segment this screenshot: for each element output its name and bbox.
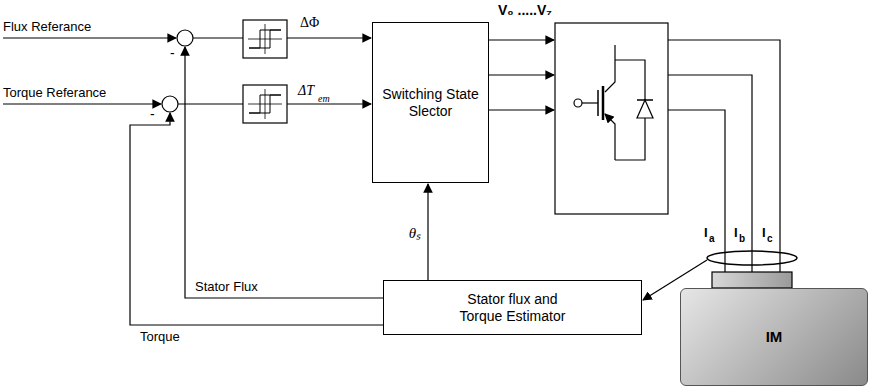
- summing-junction: [177, 30, 193, 46]
- wire: [287, 37, 371, 38]
- terminal-box: [712, 272, 792, 288]
- signal-name: Stator Flux: [195, 280, 258, 294]
- subscript: em: [318, 93, 330, 104]
- phase-wire: [668, 75, 752, 272]
- node-text: Switching State Slector: [378, 86, 483, 120]
- phase-wire: [668, 40, 780, 272]
- wire: [178, 103, 243, 104]
- subscript: b: [739, 233, 745, 244]
- motor-box: IM: [680, 288, 868, 386]
- gate-signal: [485, 39, 554, 40]
- flux-ref-wire: [3, 37, 176, 38]
- signal-name: ΔΦ: [300, 15, 319, 30]
- selector-box: Switching State Slector: [372, 22, 489, 183]
- sign: -: [150, 107, 155, 122]
- wire: [193, 37, 243, 38]
- flux-feedback: [185, 47, 383, 298]
- torque-ref-wire: [3, 103, 161, 104]
- hysteresis-comparator: [243, 20, 287, 58]
- phase-wire: [668, 110, 725, 272]
- signal-name: V₀ .....V₇: [498, 3, 552, 18]
- current-sensor: [707, 251, 797, 265]
- summing-junction: [162, 96, 178, 112]
- estimator-box: Stator flux and Torque Estimator: [383, 280, 642, 335]
- sign: -: [170, 46, 175, 61]
- current-name: I: [762, 226, 766, 240]
- node-text: Stator flux and Torque Estimator: [445, 291, 580, 325]
- edge-label: θₛ: [408, 222, 422, 242]
- node-text: IM: [766, 328, 783, 346]
- gate-signal: [485, 74, 554, 75]
- gate-signal: [485, 109, 554, 110]
- signal-name: ΔT: [298, 83, 314, 98]
- current-name: I: [734, 226, 738, 240]
- subscript: c: [767, 233, 773, 244]
- signal-name: Torque: [140, 330, 180, 344]
- inverter: [555, 23, 668, 214]
- signal-name: Torque Referance: [3, 86, 106, 100]
- signal-name: Flux Referance: [3, 20, 91, 34]
- hysteresis-comparator: [243, 85, 287, 123]
- torque-feedback: [130, 113, 383, 325]
- subscript: a: [709, 233, 715, 244]
- current-name: I: [704, 226, 708, 240]
- connector: [427, 184, 428, 280]
